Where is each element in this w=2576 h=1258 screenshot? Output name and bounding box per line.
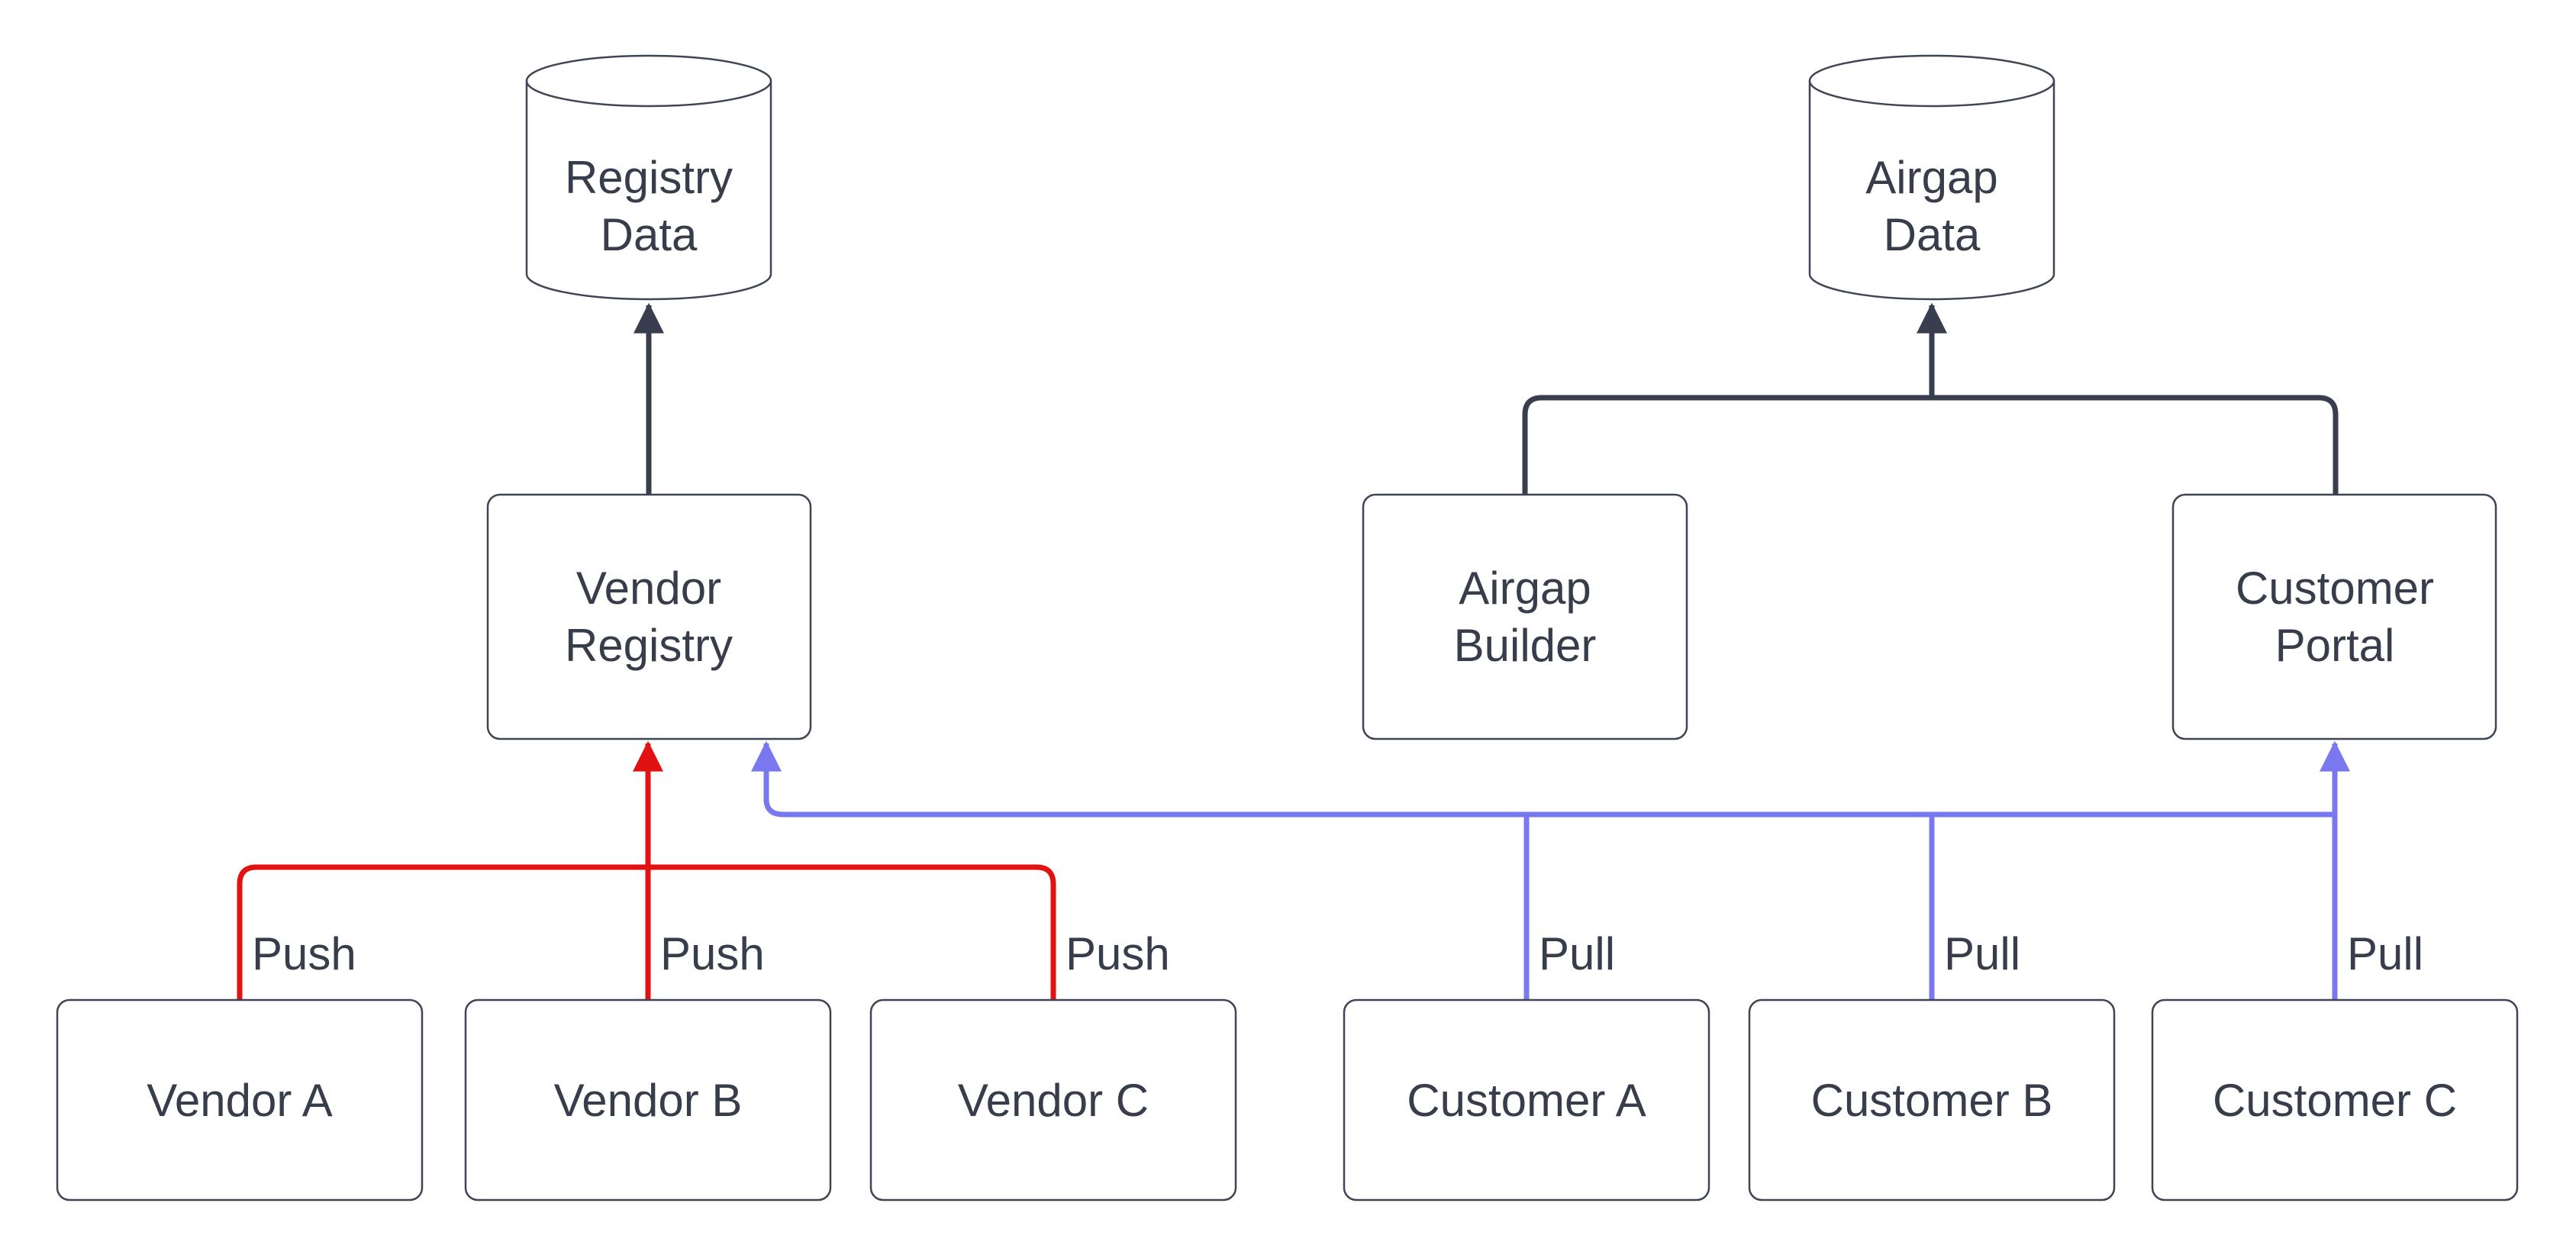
edge-pull-bus: [751, 740, 2350, 1000]
node-customer-c: Customer C: [2151, 998, 2519, 1202]
box-shape: [2151, 998, 2519, 1202]
node-label-line: Portal: [2275, 620, 2395, 671]
node-registry-data: Registry Data: [525, 54, 772, 301]
edge-label-push-c: Push: [1066, 928, 1170, 979]
node-label-line: Vendor A: [147, 1075, 333, 1126]
cylinder-rim: [525, 80, 772, 108]
cylinder-rim: [1808, 80, 2055, 108]
edge-label-pull-b: Pull: [1944, 928, 2020, 979]
node-vendor-a: Vendor A: [56, 998, 424, 1202]
edge-airgap-builder-portal-connector: [1522, 302, 2339, 495]
node-label-line: Builder: [1454, 620, 1597, 671]
node-vendor-c: Vendor C: [869, 998, 1237, 1202]
box-shape: [2171, 493, 2497, 740]
node-label-line: Registry: [565, 152, 733, 203]
pull-trunk-line: [763, 798, 2335, 818]
node-label-line: Customer C: [2213, 1075, 2457, 1126]
node-vendor-registry: Vendor Registry: [486, 493, 812, 740]
box-shape: [1362, 493, 1688, 740]
edge-label-push-a: Push: [252, 928, 356, 979]
node-label-line: Airgap: [1459, 563, 1591, 614]
node-label-line: Vendor: [576, 563, 721, 614]
node-label-line: Customer A: [1407, 1075, 1646, 1126]
node-label-line: Customer B: [1811, 1075, 2053, 1126]
node-label-line: Data: [1884, 209, 1981, 260]
edge-label-pull-a: Pull: [1539, 928, 1615, 979]
edge-label-pull-c: Pull: [2347, 928, 2423, 979]
box-shape: [56, 998, 424, 1202]
box-shape: [1748, 998, 2116, 1202]
node-label-line: Vendor B: [554, 1075, 743, 1126]
node-airgap-builder: Airgap Builder: [1362, 493, 1688, 740]
node-airgap-data: Airgap Data: [1808, 54, 2055, 301]
node-label-line: Airgap: [1865, 152, 1997, 203]
node-label-line: Vendor C: [958, 1075, 1149, 1126]
node-label-line: Registry: [565, 620, 733, 671]
node-customer-portal: Customer Portal: [2171, 493, 2497, 740]
connector-line: [1522, 395, 2339, 495]
node-vendor-b: Vendor B: [464, 998, 832, 1202]
node-label-line: Customer: [2236, 563, 2434, 614]
cylinder-shape: [525, 54, 772, 301]
box-shape: [1343, 998, 1710, 1202]
node-label-line: Data: [601, 209, 698, 260]
box-shape: [869, 998, 1237, 1202]
edge-push-bus: [237, 740, 1056, 1000]
cylinder-shape: [1808, 54, 2055, 301]
edge-label-push-b: Push: [660, 928, 765, 979]
node-customer-a: Customer A: [1343, 998, 1710, 1202]
node-customer-b: Customer B: [1748, 998, 2116, 1202]
box-shape: [464, 998, 832, 1202]
box-shape: [486, 493, 812, 740]
